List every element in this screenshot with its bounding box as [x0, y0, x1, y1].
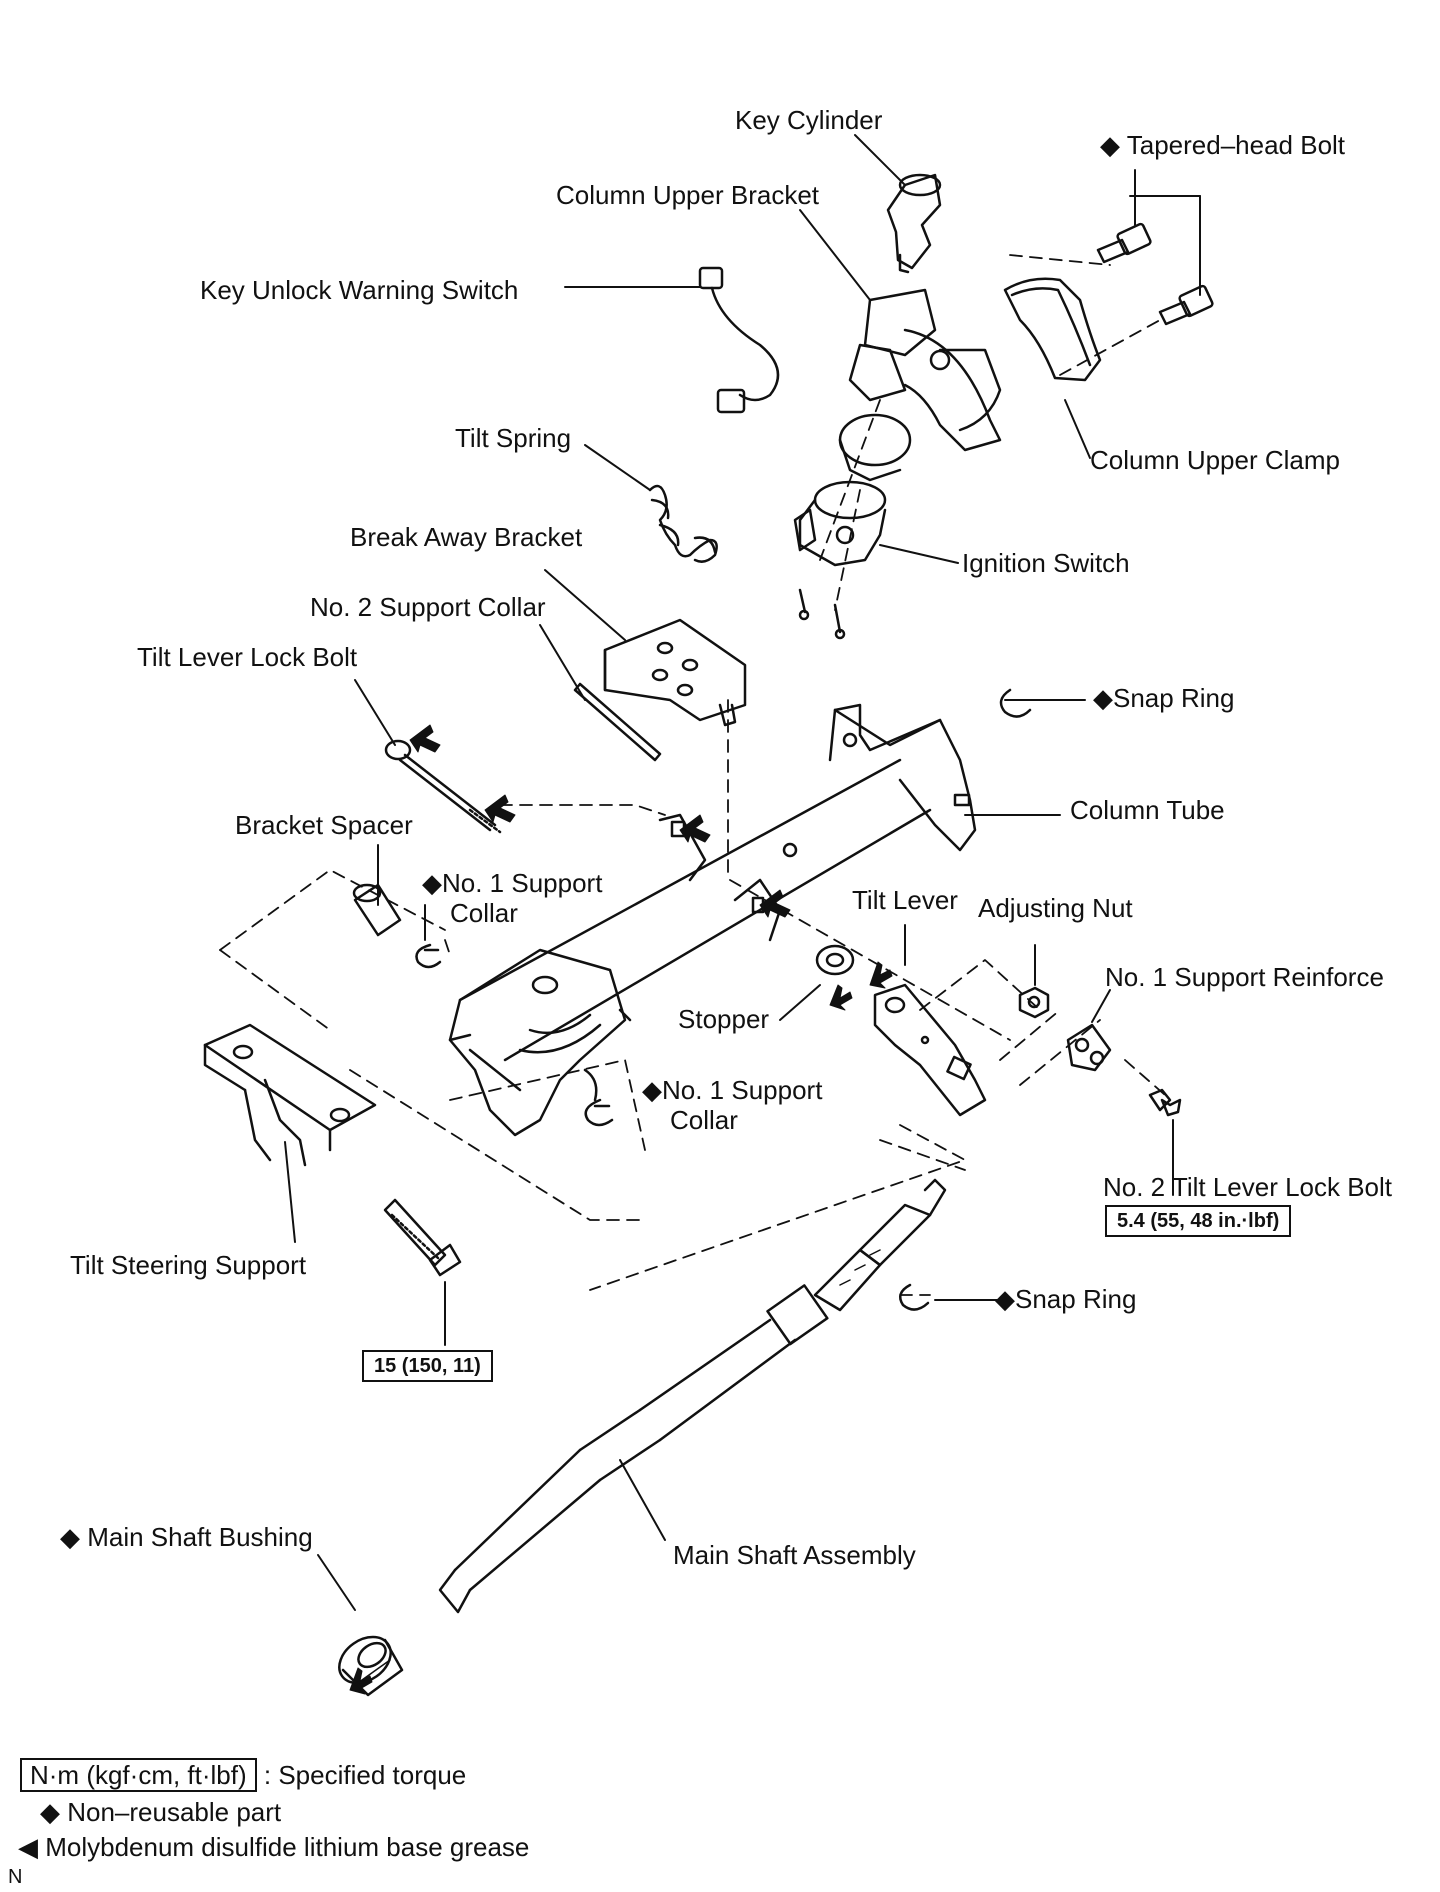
snap-ring-parts: [898, 688, 1032, 1311]
main-shaft-assembly-part: [438, 1178, 947, 1614]
no2-tilt-lever-lock-bolt-part: [1148, 1088, 1182, 1117]
label-column-upper-bracket: Column Upper Bracket: [556, 180, 819, 210]
break-away-bracket-part: [603, 618, 747, 727]
label-no1-support-collar-lower: ◆No. 1 Support Collar: [642, 1075, 822, 1135]
column-upper-clamp-part: [1003, 277, 1102, 382]
ignition-switch-part: [793, 480, 887, 640]
bracket-spacer-part: [352, 883, 402, 937]
no2-support-collar-part: [573, 682, 662, 762]
label-line-2: Collar: [450, 898, 518, 928]
no1-support-reinforce-part: [1066, 1023, 1112, 1072]
no1-support-collar-upper-part: [415, 943, 442, 969]
leader-lines: [284, 134, 1201, 1611]
label-ignition-switch: Ignition Switch: [962, 548, 1130, 578]
label-line-2: Collar: [670, 1105, 738, 1135]
key-cylinder-part: [886, 173, 942, 274]
tapered-head-bolt-part: [1096, 222, 1214, 326]
key-unlock-warning-switch-part: [698, 266, 780, 414]
label-bracket-spacer: Bracket Spacer: [235, 810, 413, 840]
grease-arrow-icon: ◀: [18, 1832, 38, 1862]
torque-no2-tilt-lever-lock-bolt: 5.4 (55, 48 in.·lbf): [1105, 1205, 1292, 1237]
label-main-shaft-bushing: ◆ Main Shaft Bushing: [60, 1522, 313, 1552]
label-tilt-spring: Tilt Spring: [455, 423, 572, 453]
label-no2-support-collar: No. 2 Support Collar: [310, 592, 546, 622]
label-tapered-head-bolt: ◆ Tapered–head Bolt: [1100, 130, 1346, 160]
legend-torque-unit: N·m (kgf·cm, ft·lbf): [20, 1758, 257, 1792]
label-tilt-lever: Tilt Lever: [852, 885, 958, 915]
stopper-part: [815, 944, 855, 976]
torque-tilt-steering-support-bolt: 15 (150, 11): [362, 1350, 493, 1382]
label-key-cylinder: Key Cylinder: [735, 105, 883, 135]
legend-grease-text: Molybdenum disulfide lithium base grease: [45, 1832, 530, 1862]
label-column-upper-clamp: Column Upper Clamp: [1090, 445, 1340, 475]
tilt-spring-part: [648, 484, 718, 563]
column-tube-part: [448, 703, 977, 1137]
legend-torque: N·m (kgf·cm, ft·lbf) : Specified torque: [20, 1758, 467, 1792]
label-main-shaft-assembly: Main Shaft Assembly: [673, 1540, 916, 1570]
label-line-1: ◆No. 1 Support: [422, 868, 603, 898]
tilt-lever-lock-bolt-part: [384, 739, 502, 834]
legend-grease: ◀ Molybdenum disulfide lithium base grea…: [18, 1832, 529, 1862]
label-key-unlock-warning-switch: Key Unlock Warning Switch: [200, 275, 519, 305]
label-no1-support-reinforce: No. 1 Support Reinforce: [1105, 962, 1384, 992]
tilt-lever-part: [873, 983, 987, 1117]
legend-non-reusable: ◆ Non–reusable part: [40, 1797, 282, 1827]
label-tilt-steering-support: Tilt Steering Support: [70, 1250, 307, 1280]
label-adjusting-nut: Adjusting Nut: [978, 893, 1133, 923]
no1-support-collar-lower-part: [584, 1098, 614, 1127]
label-stopper: Stopper: [678, 1004, 770, 1034]
corner-mark: N: [8, 1866, 23, 1888]
dashed-alignment-lines: [219, 254, 1166, 1296]
label-line-1: ◆No. 1 Support: [642, 1075, 823, 1105]
label-snap-ring-lower: ◆Snap Ring: [995, 1284, 1137, 1314]
label-no2-tilt-lever-lock-bolt: No. 2 Tilt Lever Lock Bolt: [1103, 1172, 1393, 1202]
main-shaft-bushing-part: [338, 1635, 404, 1697]
adjusting-nut-part: [1018, 986, 1050, 1019]
label-tilt-lever-lock-bolt: Tilt Lever Lock Bolt: [137, 642, 358, 672]
support-bolt-part: [383, 1198, 462, 1277]
legend-torque-desc: : Specified torque: [263, 1760, 467, 1790]
tilt-steering-support-part: [203, 1023, 377, 1167]
label-no1-support-collar-upper: ◆No. 1 Support Collar: [422, 868, 602, 928]
column-upper-bracket-part: [838, 288, 1002, 482]
label-snap-ring-upper: ◆Snap Ring: [1093, 683, 1235, 713]
label-column-tube: Column Tube: [1070, 795, 1225, 825]
label-break-away-bracket: Break Away Bracket: [350, 522, 583, 552]
